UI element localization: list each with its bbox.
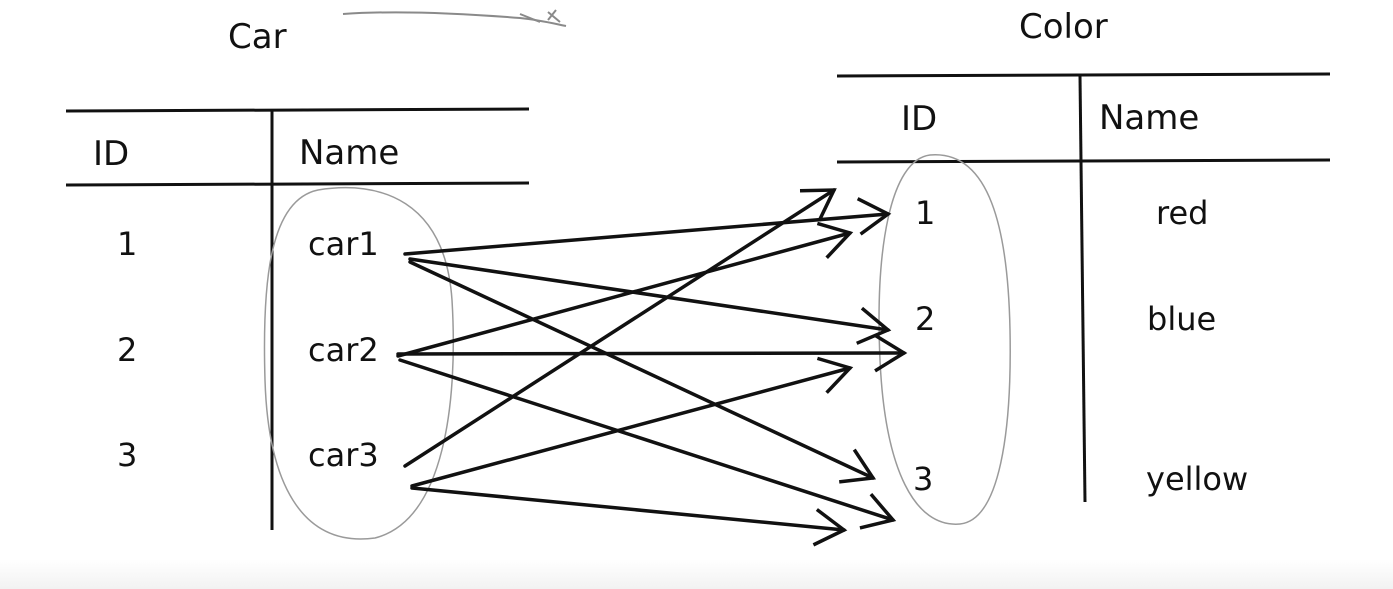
car-header-name: Name <box>299 133 400 173</box>
color-table-header-rule <box>836 158 1331 164</box>
color-row-2-id: 2 <box>915 300 936 338</box>
arrowhead-car2-to-3 <box>859 493 897 530</box>
color-row-2-name: blue <box>1147 300 1217 338</box>
car-row-1-name: car1 <box>308 225 379 263</box>
color-row-1-name: red <box>1156 194 1209 232</box>
arrowhead-car1-to-3 <box>839 448 877 484</box>
car-table-top-rule <box>65 107 530 113</box>
arrow-car2-to-1 <box>396 231 852 358</box>
color-table-title: Color <box>1019 7 1108 47</box>
car-header-id: ID <box>93 134 130 174</box>
bottom-shade <box>0 559 1393 589</box>
arrowhead-car3-to-2 <box>816 356 854 394</box>
arrowhead-car2-to-1 <box>816 221 854 259</box>
arrowhead-car3-to-3 <box>812 508 848 547</box>
arrowhead-car2-to-2 <box>874 333 908 373</box>
color-header-id: ID <box>901 99 938 139</box>
arrowhead-car1-to-1 <box>856 197 892 236</box>
car-row-2-name: car2 <box>308 331 379 369</box>
car-row-3-name: car3 <box>308 436 379 474</box>
car-row-3-id: 3 <box>117 436 138 474</box>
car-row-2-id: 2 <box>117 331 138 369</box>
connection-arrows <box>396 188 908 547</box>
arrow-car1-to-3 <box>408 260 875 480</box>
car-row-1-id: 1 <box>117 225 138 263</box>
color-table-column-divider <box>1078 75 1087 503</box>
arrow-car3-to-1 <box>403 188 836 468</box>
arrowhead-car3-to-1 <box>799 188 837 222</box>
pen-mark <box>519 9 561 23</box>
arrow-car3-to-2 <box>410 366 852 488</box>
color-row-3-id: 3 <box>913 460 934 498</box>
car-table-title: Car <box>228 17 287 57</box>
pen-scribble <box>342 11 567 27</box>
car-name-oval <box>263 187 454 540</box>
arrow-car2-to-2 <box>396 351 906 356</box>
color-row-1-id: 1 <box>915 194 936 232</box>
color-id-oval <box>878 154 1011 525</box>
arrow-car1-to-2 <box>408 257 890 332</box>
car-table-header-rule <box>65 181 530 187</box>
color-header-name: Name <box>1099 98 1200 138</box>
arrowhead-car1-to-2 <box>856 306 892 345</box>
arrow-car1-to-1 <box>403 212 890 256</box>
arrow-car2-to-3 <box>398 358 895 522</box>
color-table-top-rule <box>836 72 1331 78</box>
color-row-3-name: yellow <box>1146 460 1249 498</box>
arrow-car3-to-3 <box>410 486 846 532</box>
